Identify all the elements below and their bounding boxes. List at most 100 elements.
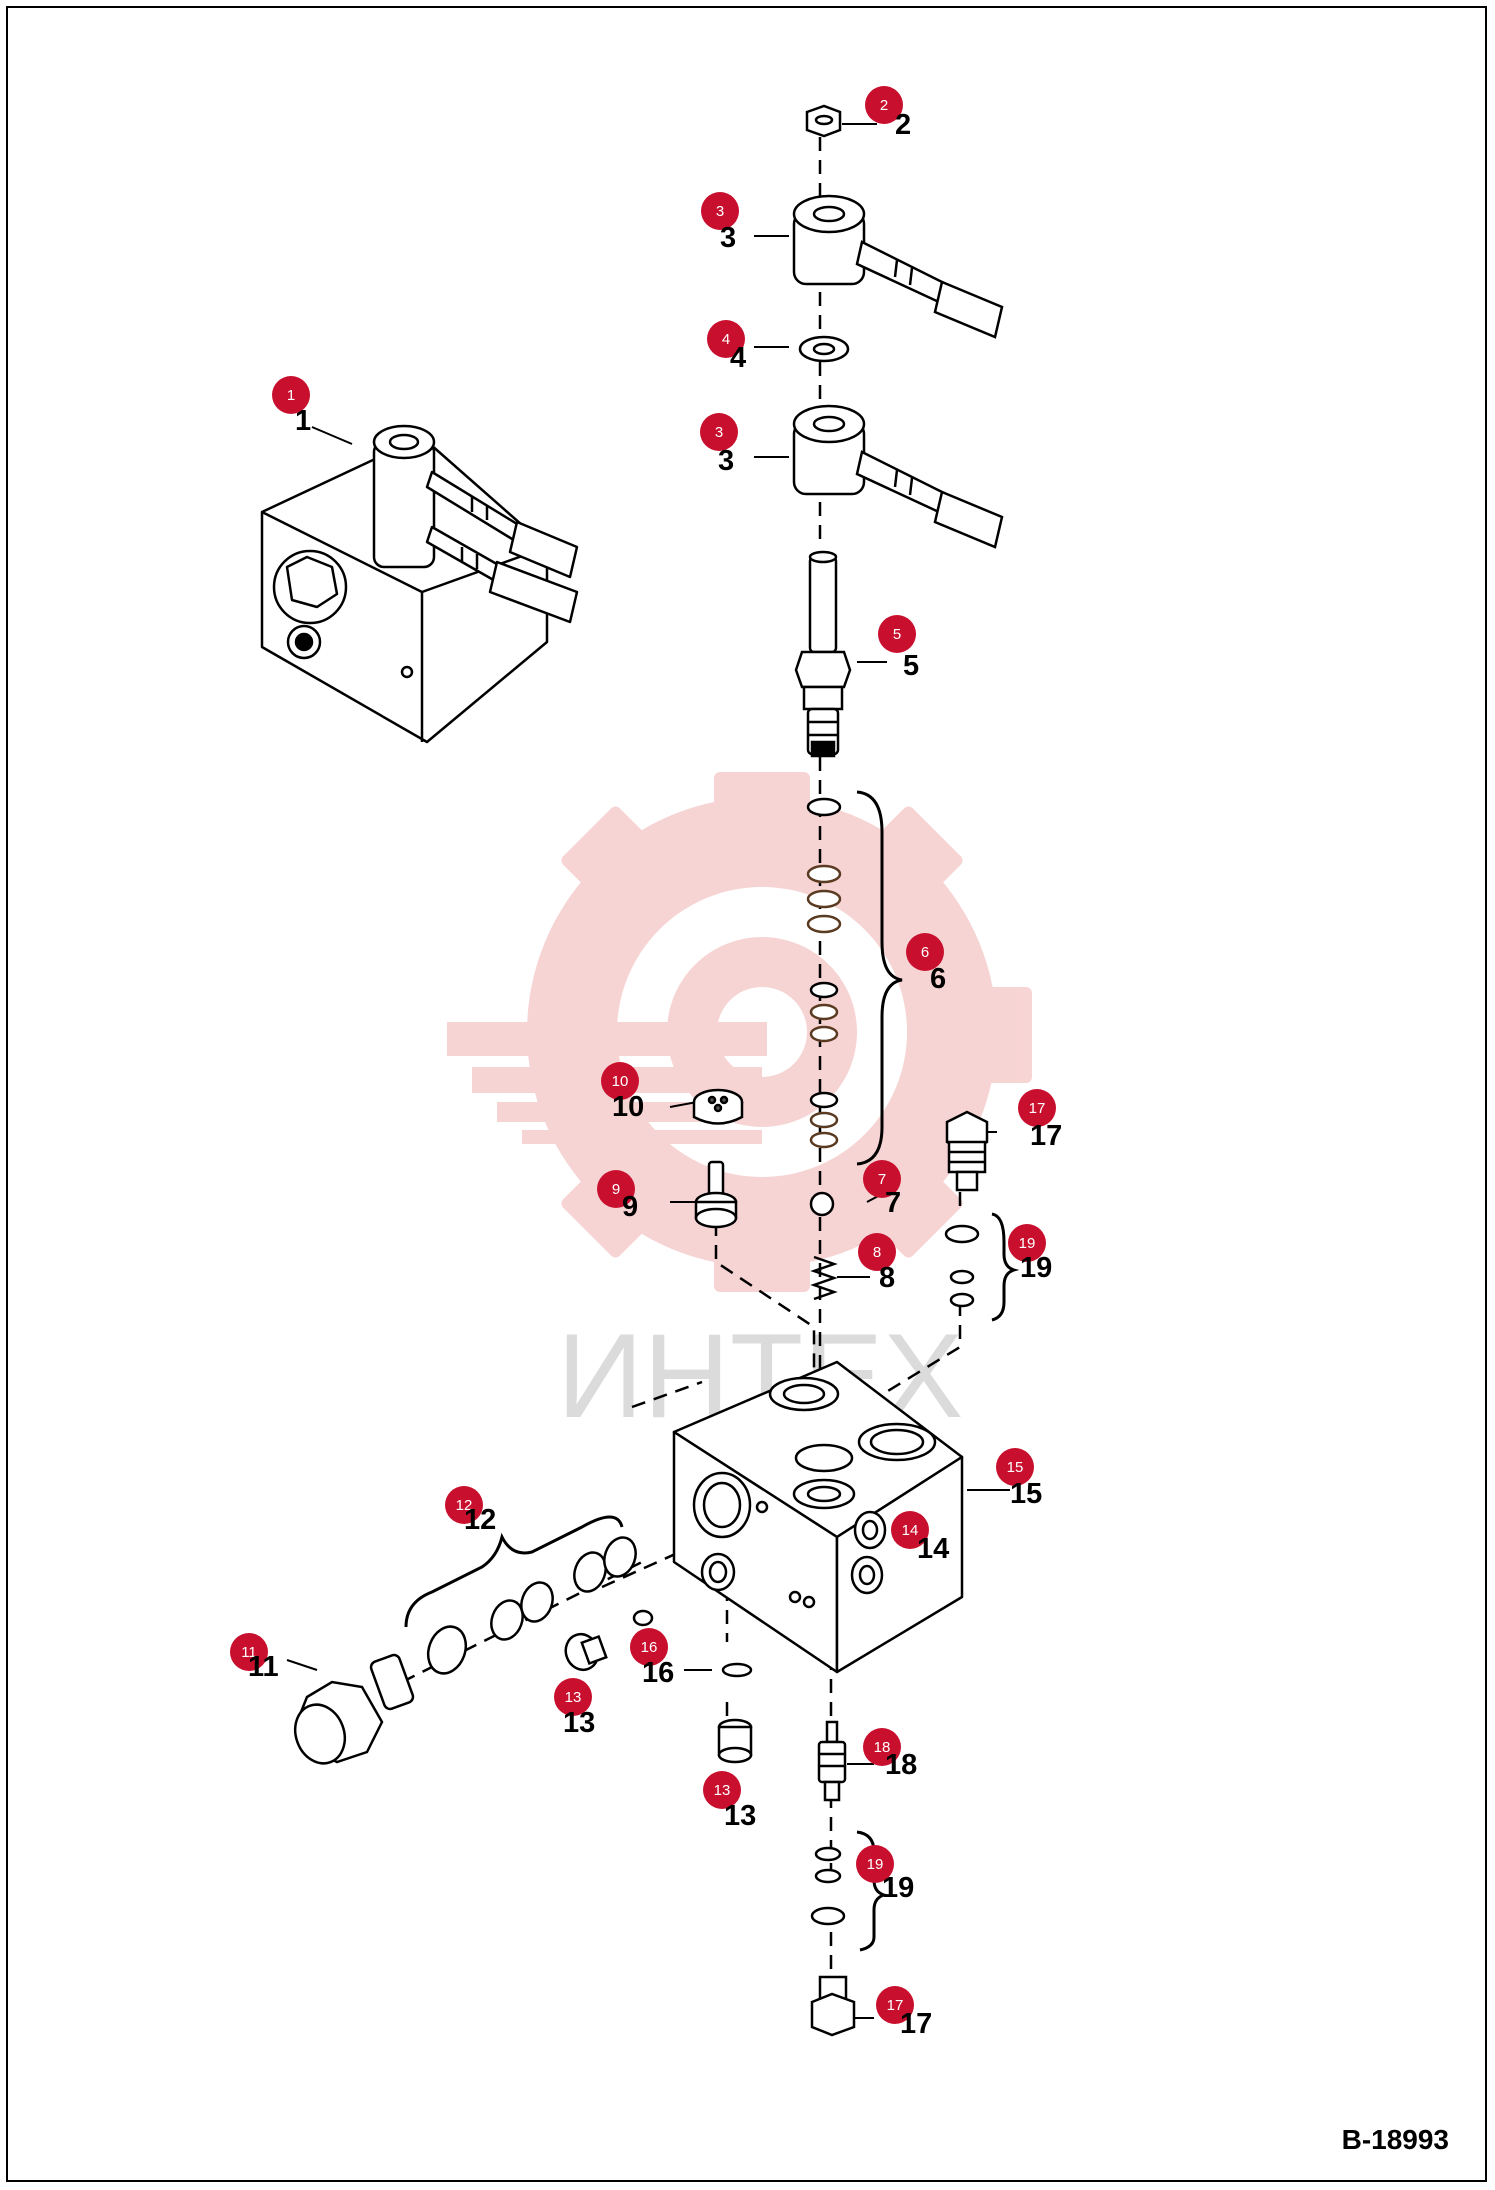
callout-badge xyxy=(597,1170,635,1208)
document-code: B-18993 xyxy=(1341,2124,1449,2155)
callout-badge-number: 14 xyxy=(902,1522,919,1539)
callout-part-number: 9 xyxy=(622,1191,638,1223)
callout-part-number: 3 xyxy=(718,445,734,477)
part-4-washer xyxy=(798,335,850,363)
part-16-oring xyxy=(632,1609,753,1678)
callout-badge xyxy=(703,1771,741,1809)
callout-badge-number: 17 xyxy=(1029,1100,1046,1117)
part-10-cap xyxy=(692,1088,744,1125)
part-7-ball xyxy=(809,1191,835,1217)
callout-badge xyxy=(1008,1224,1046,1262)
callout-badge xyxy=(630,1628,668,1666)
callout-part-number: 8 xyxy=(879,1262,895,1294)
callout-badge xyxy=(858,1233,896,1271)
callout-badge xyxy=(876,1986,914,2024)
exploded-parts-diagram: ИНТЕХ xyxy=(230,86,1062,2040)
callout-part-number: 17 xyxy=(1030,1120,1062,1152)
callout-c1: 11 xyxy=(272,376,311,437)
part-17-plug-lower xyxy=(810,1975,856,2037)
callout-badge-number: 2 xyxy=(880,97,888,114)
braces xyxy=(404,790,1020,1952)
part-8-spring xyxy=(810,1255,838,1301)
part-13-plug-bottom xyxy=(717,1718,753,1764)
part-17-plug-upper xyxy=(945,1110,989,1192)
callout-badge-number: 18 xyxy=(874,1739,891,1756)
callout-badge-number: 3 xyxy=(715,424,723,441)
callout-badge-number: 15 xyxy=(1007,1459,1024,1476)
callout-part-number: 1 xyxy=(295,405,311,437)
callout-badge xyxy=(230,1633,268,1671)
callout-part-number: 4 xyxy=(730,342,746,374)
callout-badge xyxy=(1018,1089,1056,1127)
callout-badge xyxy=(701,192,739,230)
callout-part-number: 19 xyxy=(882,1872,914,1904)
callout-badge xyxy=(700,413,738,451)
callout-badge-number: 6 xyxy=(921,944,929,961)
part-19-orings-upper xyxy=(944,1224,980,1308)
callout-badge xyxy=(878,615,916,653)
part-1-wire-lower xyxy=(425,525,579,624)
callout-c5: 55 xyxy=(878,615,919,682)
callout-badge xyxy=(707,320,745,358)
callout-c9: 99 xyxy=(597,1170,638,1223)
part-15-manifold xyxy=(672,1360,964,1674)
callout-badge xyxy=(891,1511,929,1549)
part-18-valve xyxy=(817,1720,847,1802)
callout-part-number: 12 xyxy=(464,1504,496,1536)
callout-part-number: 3 xyxy=(720,222,736,254)
callout-c6: 66 xyxy=(906,933,946,995)
callout-c2: 22 xyxy=(865,86,911,141)
part-2-nut xyxy=(805,104,842,138)
part-12-oring-set xyxy=(426,1536,637,1675)
callout-badge-number: 1 xyxy=(287,387,295,404)
callout-badge xyxy=(601,1062,639,1100)
part-9-pin xyxy=(694,1160,738,1229)
callout-badge-number: 7 xyxy=(878,1171,886,1188)
callout-badge xyxy=(865,86,903,124)
part-1-valve-assembly xyxy=(260,424,579,744)
callout-badge-number: 3 xyxy=(716,203,724,220)
callout-badge-number: 13 xyxy=(714,1782,731,1799)
callout-badge xyxy=(863,1160,901,1198)
callout-c4: 44 xyxy=(707,320,746,374)
callout-badge-number: 13 xyxy=(565,1689,582,1706)
callout-badge xyxy=(906,933,944,971)
part-1-wire-upper xyxy=(425,470,579,579)
callout-part-number: 18 xyxy=(885,1749,917,1781)
part-11-relief-plug xyxy=(293,1653,415,1765)
callout-c7: 77 xyxy=(863,1160,901,1219)
part-5-cartridge xyxy=(794,550,852,758)
callout-part-number: 13 xyxy=(563,1707,595,1739)
callout-part-number: 6 xyxy=(930,963,946,995)
callout-c3a: 33 xyxy=(701,192,739,254)
callout-part-number: 15 xyxy=(1010,1478,1042,1510)
callout-badge-number: 19 xyxy=(1019,1235,1036,1252)
callout-part-number: 17 xyxy=(900,2008,932,2040)
part-6-oring-kit xyxy=(806,797,842,1149)
callout-badge-number: 10 xyxy=(612,1073,629,1090)
callout-badge xyxy=(996,1448,1034,1486)
callout-badge-number: 4 xyxy=(722,331,730,348)
watermark-logo: ИНТЕХ xyxy=(447,772,1032,1443)
part-13-plug-small xyxy=(564,1632,608,1672)
drawing-frame: ИНТЕХ xyxy=(6,6,1487,2182)
callout-badge-number: 9 xyxy=(612,1181,620,1198)
callout-part-number: 11 xyxy=(248,1651,279,1683)
callout-part-number: 7 xyxy=(885,1187,901,1219)
callout-badge xyxy=(856,1845,894,1883)
callout-part-number: 19 xyxy=(1020,1252,1052,1284)
part-3-coil-upper xyxy=(792,194,1004,339)
callout-part-number: 2 xyxy=(895,109,911,141)
leader-lines xyxy=(286,123,1010,2019)
callout-badge xyxy=(272,376,310,414)
